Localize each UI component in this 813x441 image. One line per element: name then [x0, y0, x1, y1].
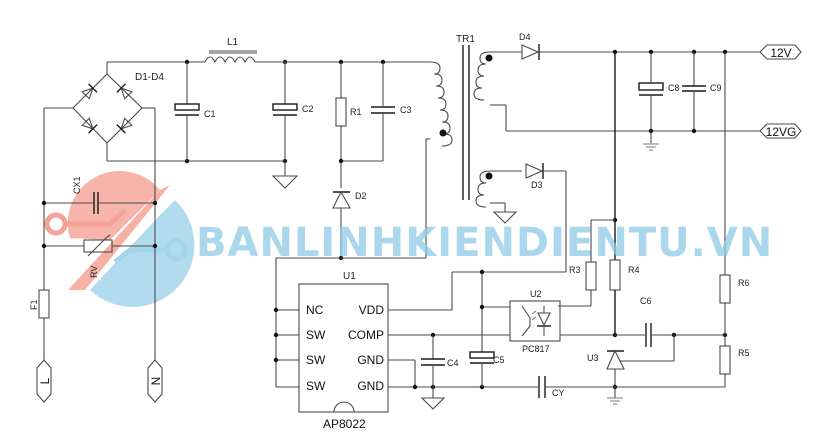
- label-c4: C4: [447, 358, 459, 368]
- label-c1: C1: [204, 109, 216, 119]
- label-port-12v: 12V: [770, 46, 791, 60]
- label-u2: U2: [530, 289, 542, 299]
- label-l1: L1: [227, 37, 239, 48]
- pin-nc: NC: [306, 303, 324, 317]
- label-c5: C5: [493, 355, 505, 365]
- label-c6: C6: [640, 296, 652, 306]
- label-c2: C2: [302, 104, 314, 114]
- snubber: R1 C3 D2: [332, 59, 412, 261]
- label-port-l: L: [38, 377, 52, 384]
- inductor-l1: [204, 56, 256, 64]
- label-d2: D2: [355, 191, 367, 201]
- optocoupler-u2: [509, 300, 561, 342]
- watermark-text: BANLINHKIENDIENTU.VN: [196, 220, 773, 266]
- label-c3: C3: [400, 105, 412, 115]
- feedback-section: R4 R3 U2 PC817 C6 U3: [482, 52, 750, 405]
- label-port-n: N: [149, 377, 163, 386]
- label-c9: C9: [710, 83, 722, 93]
- label-r6: R6: [738, 278, 750, 288]
- label-u1: U1: [343, 271, 356, 282]
- pin-sw-3: SW: [306, 379, 326, 393]
- label-r3: R3: [569, 265, 581, 275]
- port-12vg: [759, 123, 802, 139]
- controller-u1: U1 AP8022 NC SW SW SW VDD COMP GND GND: [273, 258, 510, 431]
- label-u3: U3: [587, 353, 599, 363]
- pin-vdd: VDD: [359, 303, 385, 317]
- ac-input-section: CX1 RV F1 L N: [29, 107, 163, 403]
- label-tr1: TR1: [456, 34, 475, 45]
- label-r4: R4: [628, 265, 640, 275]
- bridge-rectifier: D1-D4: [72, 62, 164, 161]
- label-cx1: CX1: [72, 176, 82, 194]
- label-cy: CY: [552, 388, 565, 398]
- port-n: [147, 359, 163, 403]
- label-d3: D3: [531, 180, 543, 190]
- label-c8: C8: [668, 83, 680, 93]
- port-12v: [759, 44, 802, 60]
- label-r5: R5: [738, 348, 750, 358]
- fuse-f1: [38, 289, 50, 319]
- label-bridge: D1-D4: [135, 72, 164, 83]
- label-f1: F1: [29, 299, 39, 310]
- label-port-12vg: 12VG: [766, 125, 797, 139]
- label-r1: R1: [350, 107, 362, 117]
- ground-symbol: [271, 175, 299, 189]
- pin-gnd-1: GND: [357, 353, 384, 367]
- label-u2-part: PC817: [522, 344, 550, 354]
- label-rv: RV: [89, 266, 99, 278]
- port-l: [36, 359, 52, 403]
- pin-sw-2: SW: [306, 353, 326, 367]
- transformer-tr1: TR1: [276, 34, 760, 259]
- pin-sw-1: SW: [306, 328, 326, 342]
- watermark-logo: [44, 170, 195, 307]
- pin-comp: COMP: [348, 328, 384, 342]
- label-u1-part: AP8022: [323, 417, 366, 431]
- pin-gnd-2: GND: [357, 379, 384, 393]
- label-d4: D4: [519, 32, 531, 42]
- output-filter: C8 C9 12V 12VG: [612, 44, 802, 151]
